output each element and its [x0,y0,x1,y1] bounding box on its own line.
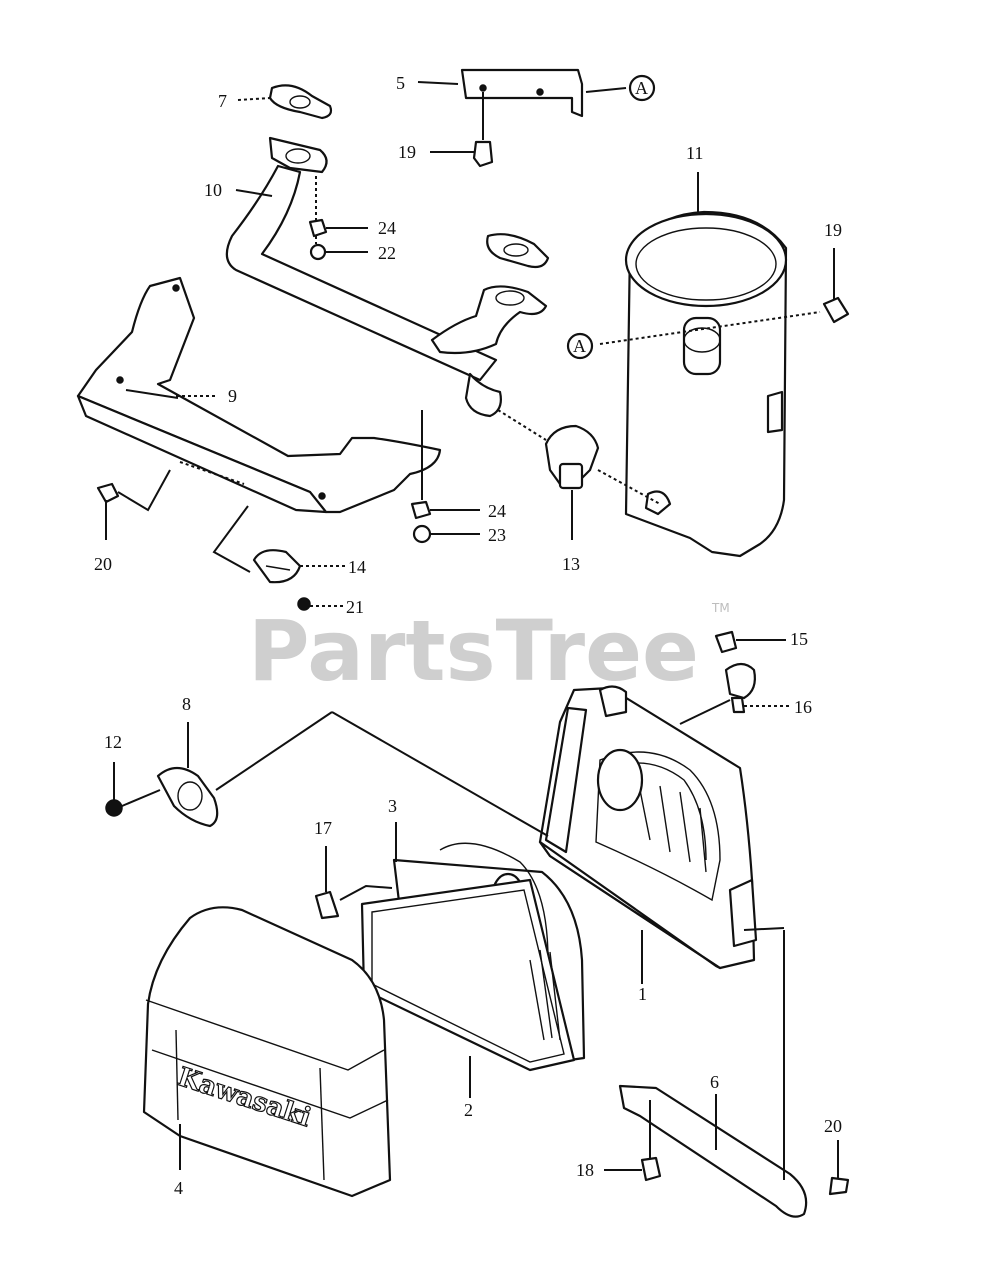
part-23-washer-upper [309,243,368,261]
callout-14: 14 [348,557,366,577]
part-19-bolt-muffler [822,248,850,324]
part-24-nut-lower [410,500,480,520]
part-gasket-lower [486,233,550,269]
watermark-brand: PartsTree [248,602,699,700]
part-14-clamp [212,505,346,584]
callout-2: 2 [464,1100,473,1120]
part-19-bolt-top [430,140,494,168]
callout-4: 4 [174,1178,183,1198]
reference-marker-a-muffler: A [566,332,594,360]
svg-text:A: A [635,78,648,98]
svg-text:A: A [573,336,586,356]
callout-24: 24 [378,218,396,238]
part-13-clamp [497,409,661,540]
callout-24-lower: 24 [488,501,506,521]
callout-7: 7 [218,91,227,111]
callout-21: 20 [94,554,112,574]
reference-marker-a-top: A [628,74,656,102]
part-4-cover: Kawasaki [142,906,392,1198]
part-24-nut-upper [308,218,368,238]
part-17-clip [314,846,393,920]
callout-19: 19 [398,142,416,162]
callout-8: 8 [182,694,191,714]
callout-11: 11 [686,143,703,163]
callout-16: 16 [794,697,812,717]
part-23-washer-lower [412,524,480,544]
callout-23-lower: 23 [488,525,506,545]
part-16-bracket [679,662,790,725]
part-7-gasket [237,84,333,120]
part-18-nut [604,1100,662,1182]
part-22-nut [297,597,346,611]
part-5-bracket [417,68,627,140]
part-1-air-cleaner-base [215,685,758,984]
part-10-exhaust-pipe [225,136,548,418]
part-9-heat-shield [76,276,442,514]
part-11-muffler [599,172,821,558]
part-21-bolt [96,469,171,540]
callout-10: 10 [204,180,222,200]
callout-5: 5 [396,73,405,93]
callout-23: 22 [378,243,396,263]
callout-12: 12 [104,732,122,752]
callout-6: 6 [710,1072,719,1092]
callout-labels: 5 7 19 11 10 19 24 22 9 24 23 20 13 14 2… [94,73,842,1198]
watermark-trademark: TM [711,601,730,615]
part-6-strap [618,927,808,1218]
callout-13: 13 [562,554,580,574]
part-8-gasket [156,722,219,828]
callout-9: 9 [228,386,237,406]
part-20-bolt [828,1140,850,1196]
callout-15: 15 [790,629,808,649]
callout-1: 1 [638,984,647,1004]
callout-19-muffler: 19 [824,220,842,240]
part-15-bolt [714,630,786,654]
callout-17: 17 [314,818,332,838]
callout-18: 18 [576,1160,594,1180]
callout-20: 20 [824,1116,842,1136]
part-12-nut [105,762,161,817]
callout-3: 3 [388,796,397,816]
callout-22: 21 [346,597,364,617]
